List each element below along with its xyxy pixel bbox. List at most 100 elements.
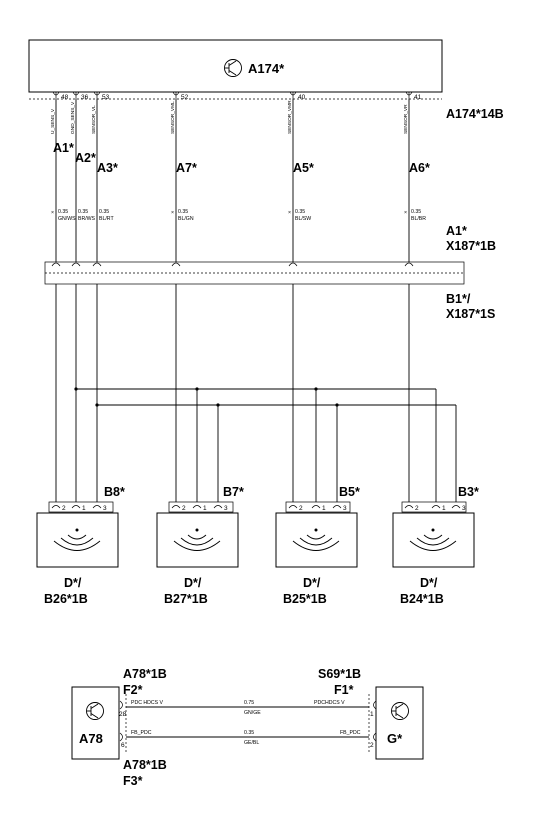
g-top-label: S69*1B [318,667,361,681]
a78-pin: 28 [119,711,127,718]
svg-text:×: × [288,210,291,216]
svg-text:3: 3 [103,505,107,512]
sensor-b26: 2 1 3 [36,501,119,568]
svg-text:0.35: 0.35 [295,209,305,215]
signal-name: SENSOR_VML [170,101,176,134]
ecu-pin-num: 52 [181,94,189,101]
svg-text:BL/GN: BL/GN [178,216,194,222]
ecu-pin-num: 40 [298,94,306,101]
sensor-pin-label: B3* [458,485,479,499]
g-name: G* [387,731,403,746]
ecu-box [28,39,443,93]
ecu-pin-num: 53 [102,94,110,101]
svg-text:1: 1 [322,505,326,512]
svg-text:PDCHDCS V: PDCHDCS V [314,700,345,706]
svg-text:PDC HDCS V: PDC HDCS V [131,700,164,706]
svg-text:1: 1 [442,505,446,512]
splice-label: A7* [176,161,197,175]
signal-name: GND_SENS_V [70,101,76,134]
a78-bottom-label: A78*1B [123,758,167,772]
a78-box [71,686,120,760]
sensor-b27: 2 1 3 [156,501,239,568]
wires-upper [55,99,410,262]
inline-connector-label: X187*1B [446,239,496,253]
svg-text:×: × [171,210,174,216]
svg-text:2: 2 [62,505,66,512]
svg-text:×: × [404,210,407,216]
signal-name: SENSOR_VR [403,104,409,134]
svg-text:BL/BR: BL/BR [411,216,426,222]
svg-text:0.35: 0.35 [411,209,421,215]
splice-label: A5* [293,161,314,175]
lower-wires: PDC HDCS V PDCHDCS V 0.75 GN/GE FB_PDC F… [126,700,369,746]
inline-connector-label: X187*1S [446,307,495,321]
svg-text:3: 3 [224,505,228,512]
ecu-pins: 48 36 53 52 40 41 [52,91,422,101]
a78-name: A78 [79,731,103,746]
svg-text:2: 2 [415,505,419,512]
a78-top-label: F2* [123,683,143,697]
signal-name: SENSOR_VL [91,105,97,134]
svg-text:0.35: 0.35 [244,730,254,736]
sensor-name: D*/ [420,576,438,590]
inline-connector-label: B1*/ [446,292,471,306]
sensor-b24: 2 1 3 [392,501,475,568]
svg-text:0.35: 0.35 [99,209,109,215]
sensor-name: B25*1B [283,592,327,606]
splice-label: A1* [53,141,74,155]
svg-text:1: 1 [82,505,86,512]
splice-label: A3* [97,161,118,175]
inline-connector [44,261,465,285]
wires-lower [55,284,457,502]
sensor-name: B26*1B [44,592,88,606]
svg-text:3: 3 [462,505,466,512]
g-transistor-icon [391,702,409,720]
a78-transistor-icon [86,702,104,720]
splice-label: A6* [409,161,430,175]
splice-label: A2* [75,151,96,165]
sensor-pin-label: B5* [339,485,360,499]
svg-text:GN/GE: GN/GE [244,710,261,716]
g-pin: 1 [370,711,374,718]
a78-bottom-label: F3* [123,774,143,788]
sensor-name: D*/ [303,576,321,590]
g-top-label: F1* [334,683,354,697]
sensor-name: B24*1B [400,592,444,606]
svg-text:0.75: 0.75 [244,700,254,706]
sensor-name: D*/ [64,576,82,590]
svg-text:2: 2 [299,505,303,512]
svg-text:FB_PDC: FB_PDC [340,730,361,736]
svg-text:GN/WS: GN/WS [58,216,76,222]
svg-text:3: 3 [343,505,347,512]
svg-text:BL/SW: BL/SW [295,216,311,222]
ecu-pin-num: 36 [81,94,89,101]
a78-top-label: A78*1B [123,667,167,681]
svg-text:0.35: 0.35 [78,209,88,215]
sensor-pin-label: B7* [223,485,244,499]
ecu-transistor-icon [224,59,242,77]
svg-text:×: × [51,210,54,216]
wire-labels: × 0.35 GN/WS 0.35 BR/WS 0.35 BL/RT × 0.3… [51,209,426,222]
svg-text:BL/RT: BL/RT [99,216,114,222]
g-box [375,686,424,760]
ecu-signal-names: U_SENS_V GND_SENS_V SENSOR_VL SENSOR_VML… [50,100,409,134]
svg-text:0.35: 0.35 [178,209,188,215]
signal-name: SENSOR_VMR [287,100,293,134]
svg-text:BR/WS: BR/WS [78,216,96,222]
sensor-pin-label: B8* [104,485,125,499]
ecu-pin-num: 41 [414,94,422,101]
inline-connector-label: A1* [446,224,467,238]
sensor-b25: 2 1 3 [275,501,358,568]
ecu-name: A174* [248,61,285,76]
a78-pin: 6 [121,742,125,749]
signal-name: U_SENS_V [50,108,56,134]
ecu-connector-label: A174*14B [446,107,504,121]
svg-text:FB_PDC: FB_PDC [131,730,152,736]
sensor-name: D*/ [184,576,202,590]
svg-text:GE/BL: GE/BL [244,740,259,746]
svg-text:1: 1 [203,505,207,512]
sensor-name: B27*1B [164,592,208,606]
svg-text:0.35: 0.35 [58,209,68,215]
g-pin: 2 [370,742,374,749]
